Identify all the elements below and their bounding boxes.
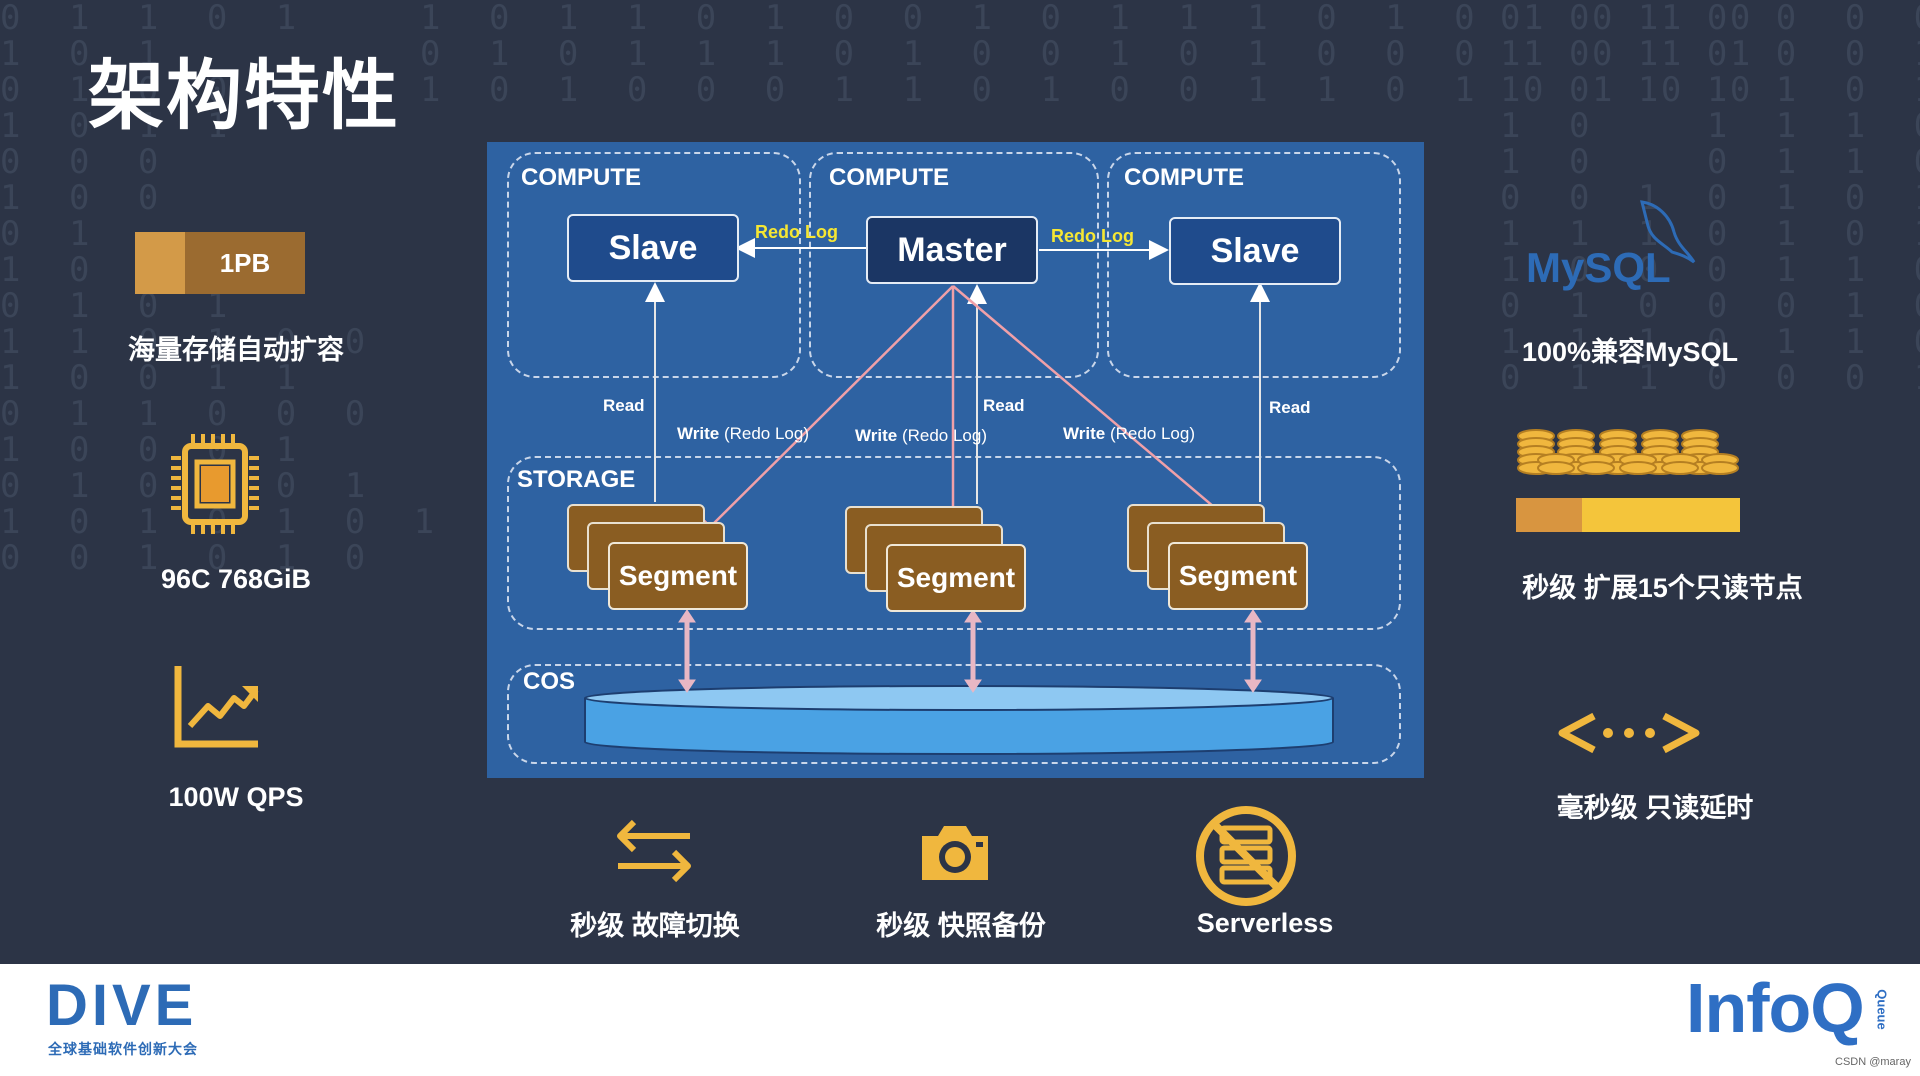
diagram-connectors xyxy=(645,238,1270,693)
no-server-icon xyxy=(1196,806,1296,906)
cpu-chip-icon xyxy=(171,434,259,534)
ellipsis-arrows-icon xyxy=(1558,712,1700,754)
write-label-center: Write (Redo Log) xyxy=(855,426,987,445)
slide: 0 1 1 0 1 1 0 1 0 1 0 0 1 0 1 1 0 0 0 1 … xyxy=(0,0,1920,941)
cos-storage-disk xyxy=(584,685,1334,755)
snapshot-feature-label: 秒级 快照备份 xyxy=(876,911,1046,941)
cos-zone xyxy=(507,664,1401,764)
failover-feature-label: 秒级 故障切换 xyxy=(570,911,740,941)
dive-subtitle: 全球基础软件创新大会 xyxy=(48,1041,198,1057)
binary-background-right: 0 0 1 0 0 0 0 1 0 1 0 0 0 1 1 0 1 1 1 0 … xyxy=(1500,0,1920,398)
write-label-left: Write (Redo Log) xyxy=(677,424,809,443)
segment-node-right: Segment xyxy=(1168,542,1308,610)
dive-logo: DIVE xyxy=(46,973,198,1038)
slave-node-right: Slave xyxy=(1169,217,1341,285)
swap-arrows-icon xyxy=(617,819,691,883)
scale-feature-label: 秒级 扩展15个只读节点 xyxy=(1522,573,1803,603)
segment-node-left: Segment xyxy=(608,542,748,610)
storage-feature-label: 海量存储自动扩容 xyxy=(128,335,344,365)
infoq-logo: InfoQ xyxy=(1686,969,1865,1047)
compute-label-left: COMPUTE xyxy=(521,164,641,191)
redo-log-label-right: Redo Log xyxy=(1051,226,1134,246)
csdn-watermark: CSDN @maray xyxy=(1835,1056,1911,1068)
slave-node-left: Slave xyxy=(567,214,739,282)
read-label-right: Read xyxy=(1269,398,1311,417)
compute-label-right: COMPUTE xyxy=(1124,164,1244,191)
svg-text:MySQL: MySQL xyxy=(1526,244,1671,291)
serverless-feature-label: Serverless xyxy=(1196,908,1334,938)
mysql-feature-label: 100%兼容MySQL xyxy=(1521,337,1739,367)
write-label-right: Write (Redo Log) xyxy=(1063,424,1195,443)
master-node: Master xyxy=(866,216,1038,284)
line-chart-icon xyxy=(174,666,259,748)
cos-label: COS xyxy=(523,668,576,695)
compute-label-center: COMPUTE xyxy=(829,164,949,191)
page-title: 架构特性 xyxy=(88,54,400,139)
binary-background-top: 1 0 1 1 0 1 0 0 1 0 1 1 1 0 1 0 1 0 1 0 … xyxy=(420,0,1765,110)
storage-capacity-badge: 1PB xyxy=(135,232,305,294)
camera-icon xyxy=(922,826,988,880)
storage-label: STORAGE xyxy=(517,466,636,493)
latency-feature-label: 毫秒级 只读延时 xyxy=(1556,793,1754,823)
read-label-center: Read xyxy=(983,396,1025,415)
redo-log-label-left: Redo Log xyxy=(755,222,838,242)
cpu-feature-label: 96C 768GiB xyxy=(160,564,312,594)
infoq-side-text: Queue xyxy=(1874,989,1890,1030)
coin-stacks-icon xyxy=(1516,429,1740,532)
architecture-diagram: COMPUTE COMPUTE COMPUTE STORAGE COS xyxy=(487,142,1424,778)
footer-bar: DIVE 全球基础软件创新大会 InfoQ Queue CSDN @maray xyxy=(0,964,1920,1076)
binary-background-left: 0 1 1 0 1 1 0 1 0 1 0 0 1 0 1 1 0 0 0 1 … xyxy=(0,0,449,578)
mysql-logo: MySQL xyxy=(1526,200,1696,291)
segment-node-center: Segment xyxy=(886,544,1026,612)
compute-zone-right xyxy=(1107,152,1401,378)
read-label-left: Read xyxy=(603,396,645,415)
qps-feature-label: 100W QPS xyxy=(168,782,304,812)
